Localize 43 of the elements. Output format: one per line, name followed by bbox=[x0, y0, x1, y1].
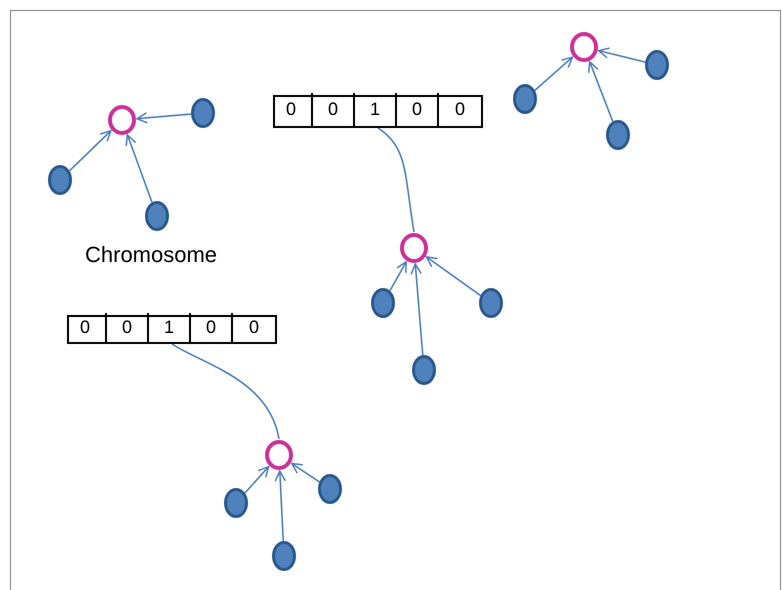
chromosome-bar bbox=[67, 315, 277, 344]
gene-dot bbox=[412, 355, 436, 385]
arrow bbox=[410, 263, 424, 356]
gene-cell: 0 bbox=[397, 93, 439, 126]
gene-dot bbox=[272, 541, 296, 571]
arrow bbox=[68, 130, 112, 172]
arrow bbox=[136, 112, 192, 124]
chromosome-caption: Chromosome bbox=[85, 241, 218, 269]
gene-dot bbox=[645, 50, 669, 80]
gene-dot bbox=[191, 98, 215, 128]
arrow bbox=[426, 256, 482, 296]
chromosome-ring bbox=[569, 31, 599, 63]
gene-dot bbox=[145, 201, 169, 231]
chromosome-ring bbox=[107, 104, 137, 136]
arrow bbox=[290, 462, 320, 483]
arrow bbox=[598, 47, 646, 63]
gene-dot bbox=[606, 120, 630, 150]
gene-cell: 0 bbox=[191, 313, 233, 342]
gene-cell: 0 bbox=[271, 93, 313, 126]
gene-dot bbox=[48, 165, 72, 195]
gene-dot bbox=[224, 488, 248, 518]
gene-cell: 1 bbox=[149, 313, 191, 342]
arrow bbox=[389, 260, 408, 292]
gene-dot bbox=[479, 288, 503, 318]
chromosome-ring bbox=[399, 232, 429, 264]
arrow bbox=[588, 61, 614, 122]
connector-line bbox=[172, 343, 280, 440]
gene-cell: 0 bbox=[65, 313, 107, 342]
arrow bbox=[244, 466, 270, 494]
gene-cell: 0 bbox=[107, 313, 149, 342]
chromosome-ring bbox=[264, 439, 294, 471]
gene-dot bbox=[371, 288, 395, 318]
gene-cell: 0 bbox=[313, 93, 355, 126]
gene-cell: 1 bbox=[355, 93, 397, 126]
gene-dot bbox=[513, 84, 537, 114]
arrow bbox=[125, 134, 153, 203]
gene-cell: 0 bbox=[233, 313, 275, 342]
gene-cell: 0 bbox=[439, 93, 481, 126]
chromosome-bar bbox=[273, 95, 483, 128]
arrow bbox=[274, 470, 286, 542]
connector-line bbox=[378, 127, 415, 232]
gene-dot bbox=[318, 474, 342, 504]
arrow bbox=[534, 56, 574, 91]
